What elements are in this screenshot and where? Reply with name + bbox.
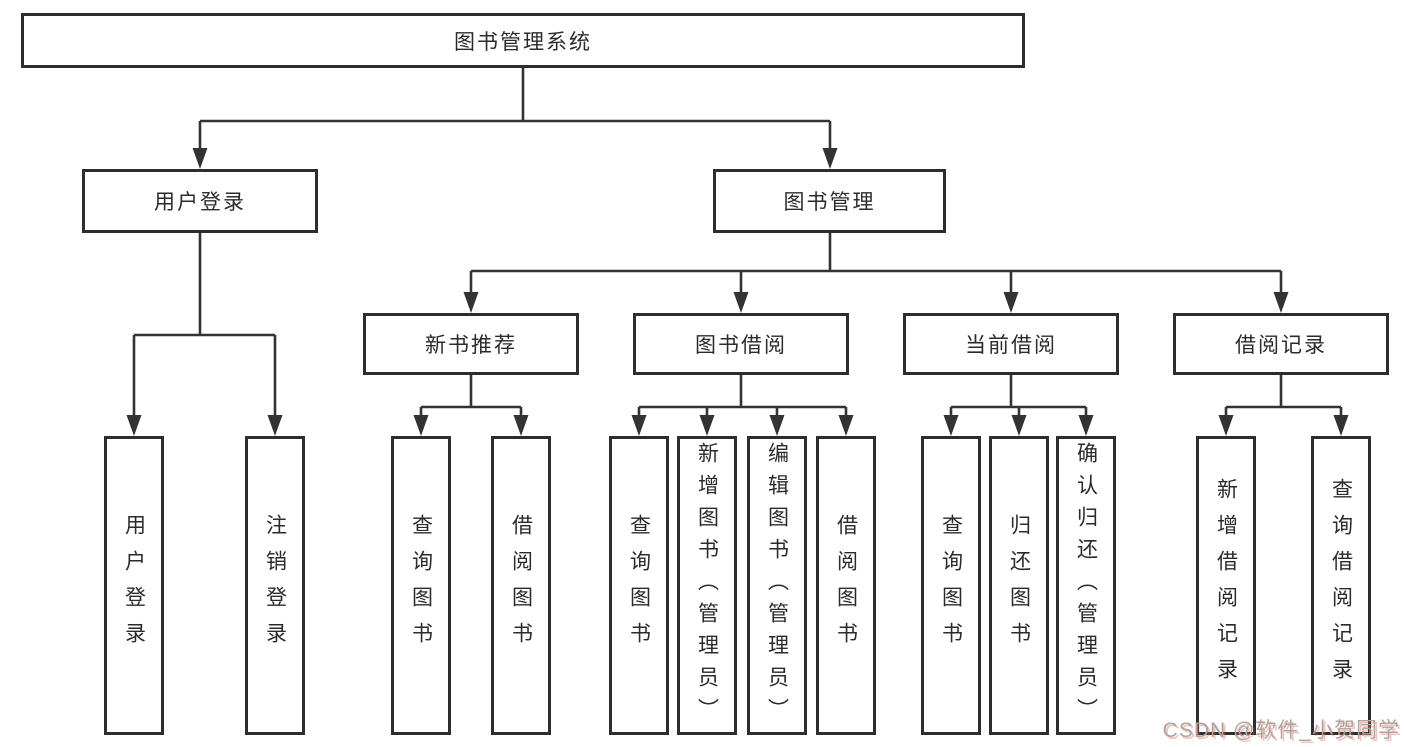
node-new-book-recommend: 新书推荐 xyxy=(363,313,579,375)
arrowhead-icon xyxy=(267,415,283,436)
node-leaf-logout: 注销登录 xyxy=(245,436,305,735)
node-leaf-query-books-current: 查询图书 xyxy=(921,436,981,735)
node-label: 确认归还（管理员） xyxy=(1074,441,1098,730)
node-leaf-confirm-return-admin: 确认归还（管理员） xyxy=(1056,436,1116,735)
arrowhead-icon xyxy=(699,415,715,436)
arrowhead-icon xyxy=(822,148,838,169)
node-label: 查询图书 xyxy=(627,513,651,658)
arrowhead-icon xyxy=(769,415,785,436)
node-label: 编辑图书（管理员） xyxy=(765,441,789,730)
node-label: 注销登录 xyxy=(263,513,287,658)
node-label: 当前借阅 xyxy=(965,334,1057,357)
node-label: 借阅图书 xyxy=(509,513,533,658)
node-label: 查询图书 xyxy=(939,513,963,658)
node-label: 归还图书 xyxy=(1007,513,1031,658)
node-label: 用户登录 xyxy=(154,191,246,214)
arrowhead-icon xyxy=(513,415,529,436)
node-label: 新增图书（管理员） xyxy=(695,441,719,730)
arrowhead-icon xyxy=(1003,292,1019,313)
node-label: 借阅记录 xyxy=(1235,334,1327,357)
arrowhead-icon xyxy=(126,415,142,436)
arrowhead-icon xyxy=(1273,292,1289,313)
arrowhead-icon xyxy=(1011,415,1027,436)
node-current-borrowing: 当前借阅 xyxy=(903,313,1119,375)
node-book-management: 图书管理 xyxy=(713,169,946,233)
arrowhead-icon xyxy=(631,415,647,436)
connector-borrowing-records-to-leaves xyxy=(1224,375,1343,419)
arrowhead-icon xyxy=(413,415,429,436)
arrowhead-icon xyxy=(463,292,479,313)
csdn-watermark: CSDN @软件_小贺同学 xyxy=(1162,719,1400,742)
node-label: 借阅图书 xyxy=(834,513,858,658)
arrowhead-icon xyxy=(943,415,959,436)
node-leaf-query-books-borrowing: 查询图书 xyxy=(609,436,669,735)
node-label: 新书推荐 xyxy=(425,334,517,357)
node-label: 图书借阅 xyxy=(695,334,787,357)
node-leaf-edit-books-admin: 编辑图书（管理员） xyxy=(747,436,807,735)
node-label: 查询图书 xyxy=(409,513,433,658)
arrowhead-icon xyxy=(1333,415,1349,436)
node-book-borrowing: 图书借阅 xyxy=(633,313,849,375)
node-leaf-borrow-books-borrowing: 借阅图书 xyxy=(816,436,876,735)
node-user-login: 用户登录 xyxy=(82,169,318,233)
arrowhead-icon xyxy=(733,292,749,313)
node-leaf-return-books: 归还图书 xyxy=(989,436,1049,735)
connector-current-borrowing-to-leaves xyxy=(949,375,1088,419)
node-library-system: 图书管理系统 xyxy=(21,13,1025,68)
node-label: 图书管理系统 xyxy=(454,30,592,54)
node-label: 用户登录 xyxy=(122,513,146,658)
arrowhead-icon xyxy=(838,415,854,436)
connector-book-borrowing-to-leaves xyxy=(637,375,848,419)
arrowhead-icon xyxy=(192,148,208,169)
connector-new-book-recommend-to-leaves xyxy=(419,375,523,419)
arrowhead-icon xyxy=(1078,415,1094,436)
connector-book-management-to-level3 xyxy=(469,233,1283,296)
connector-root-to-level2 xyxy=(198,68,832,152)
node-label: 查询借阅记录 xyxy=(1329,477,1353,694)
node-label: 新增借阅记录 xyxy=(1214,477,1238,694)
arrowhead-icon xyxy=(1218,415,1234,436)
node-leaf-query-books-recommend: 查询图书 xyxy=(391,436,451,735)
node-leaf-add-books-admin: 新增图书（管理员） xyxy=(677,436,737,735)
node-borrowing-records: 借阅记录 xyxy=(1173,313,1389,375)
node-leaf-user-login-action: 用户登录 xyxy=(104,436,164,735)
node-leaf-query-borrow-record: 查询借阅记录 xyxy=(1311,436,1371,735)
node-leaf-borrow-books-recommend: 借阅图书 xyxy=(491,436,551,735)
connector-user-login-to-leaves xyxy=(132,233,277,419)
node-label: 图书管理 xyxy=(783,191,876,214)
node-leaf-add-borrow-record: 新增借阅记录 xyxy=(1196,436,1256,735)
